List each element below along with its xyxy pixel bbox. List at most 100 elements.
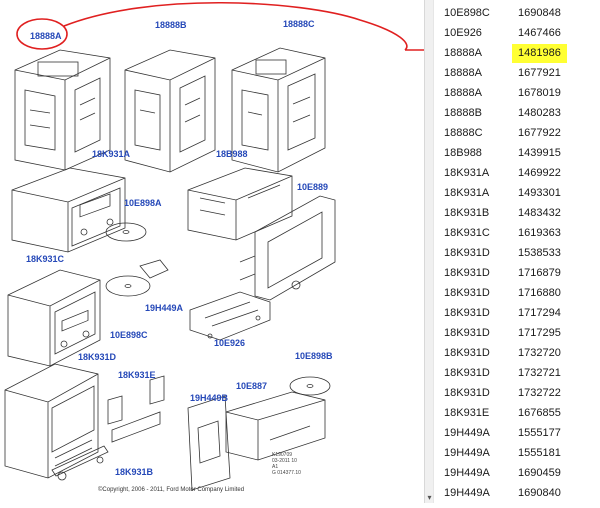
parts-row: 18K931B 1483432 [434, 204, 600, 224]
part-code: 19H449A [444, 447, 490, 459]
housing-18888c-drawing [231, 47, 326, 173]
card-19h449b-drawing [187, 395, 231, 491]
part-code: 19H449A [444, 427, 490, 439]
parts-row: 18888A 1677921 [434, 64, 600, 84]
part-number: 1677922 [518, 127, 561, 139]
parts-number-list: 10E898C 1690848 10E926 1467466 18888A 1481986… [433, 0, 600, 503]
unit-18b988-drawing [187, 167, 293, 241]
part-code: 18888C [444, 127, 483, 139]
part-code: 10E898C [444, 7, 490, 19]
part-number: 1678019 [518, 87, 561, 99]
callout-10e898a: 10E898A [124, 198, 162, 208]
part-code: 18K931A [444, 167, 490, 179]
part-code: 18K931E [444, 407, 490, 419]
housing-18888b-drawing [124, 49, 216, 173]
housing-18888a-drawing [14, 49, 111, 171]
vertical-scrollbar[interactable]: ▾ [424, 0, 434, 503]
part-number: 1467466 [518, 27, 561, 39]
ref-code: G 014377.10 [272, 470, 301, 476]
disc-10e898c-drawing [105, 259, 169, 297]
parts-row: 10E926 1467466 [434, 24, 600, 44]
parts-row: 18K931E 1676855 [434, 404, 600, 424]
callout-18b988: 18B988 [216, 149, 248, 159]
callout-10e898b: 10E898B [295, 351, 333, 361]
part-code: 18B988 [444, 147, 482, 159]
knobs-18k931b-drawing [51, 445, 109, 481]
callout-18k931c: 18K931C [26, 254, 65, 264]
scroll-down-icon[interactable]: ▾ [427, 493, 432, 502]
part-number: 1480283 [518, 107, 561, 119]
part-number: 1690840 [518, 487, 561, 499]
part-number: 1717294 [518, 307, 561, 319]
parts-row: 19H449A 1555181 [434, 444, 600, 464]
part-code: 18K931C [444, 227, 490, 239]
part-number: 1732721 [518, 367, 561, 379]
part-code: 18K931D [444, 327, 490, 339]
part-number: 1439915 [518, 147, 561, 159]
red-annotation [16, 1, 476, 56]
part-number: 1676855 [518, 407, 561, 419]
disc-10e898a-drawing [105, 222, 147, 242]
part-number: 1690459 [518, 467, 561, 479]
part-code: 18888A [444, 67, 482, 79]
trim-18k931e-drawing [107, 375, 165, 443]
callout-18k931d: 18K931D [78, 352, 117, 362]
part-number: 1677921 [518, 67, 561, 79]
callout-18k931a: 18K931A [92, 149, 131, 159]
annotation-arc [63, 1, 408, 51]
drawing-reference-codes: K190709 03-2011 10 A1 G 014377.10 [272, 452, 301, 476]
part-number: 1619363 [518, 227, 561, 239]
annotation-circle [16, 18, 68, 50]
box-10e887-drawing [225, 391, 326, 461]
parts-diagram: 18888A 18888B 18888C 18K931A 18B988 10E8… [4, 1, 476, 493]
callout-10e889: 10E889 [297, 182, 329, 192]
part-number: 1716879 [518, 267, 561, 279]
part-code: 18K931D [444, 307, 490, 319]
callout-19h449b: 19H449B [190, 393, 229, 403]
parts-row: 18888A 1481986 [434, 44, 600, 64]
part-number: 1483432 [518, 207, 561, 219]
parts-row: 10E898C 1690848 [434, 4, 600, 24]
parts-row: 18888C 1677922 [434, 124, 600, 144]
radio-18k931a-drawing [11, 167, 126, 253]
part-code: 19H449A [444, 467, 490, 479]
parts-row: 18K931C 1619363 [434, 224, 600, 244]
callout-18888a: 18888A [30, 31, 62, 41]
callout-18k931b: 18K931B [115, 467, 154, 477]
callout-18888c: 18888C [283, 19, 315, 29]
part-number: 1690848 [518, 7, 561, 19]
callout-18k931e: 18K931E [118, 370, 156, 380]
callout-19h449a: 19H449A [145, 303, 184, 313]
parts-row: 18B988 1439915 [434, 144, 600, 164]
bracket-10e926-drawing [189, 291, 271, 341]
part-number: 1555181 [518, 447, 561, 459]
part-code: 18K931D [444, 387, 490, 399]
part-code: 18888A [444, 87, 482, 99]
callout-10e898c: 10E898C [110, 330, 148, 340]
copyright-text: ©Copyright, 2006 - 2011, Ford Motor Comp… [98, 487, 245, 493]
part-code: 18K931A [444, 187, 490, 199]
parts-row: 18K931D 1717294 [434, 304, 600, 324]
parts-row: 19H449A 1690459 [434, 464, 600, 484]
part-code: 18K931D [444, 247, 490, 259]
radio-18k931c-drawing [7, 269, 101, 367]
callout-18888b: 18888B [155, 20, 187, 30]
ref-code: 03-2011 10 [272, 458, 297, 464]
part-code: 18888A [444, 47, 482, 59]
part-code: 19H449A [444, 487, 490, 499]
part-code: 18K931D [444, 347, 490, 359]
part-code: 18K931B [444, 207, 490, 219]
highlighted-part-number: 1481986 [512, 44, 567, 63]
part-code: 10E926 [444, 27, 482, 39]
callout-10e926: 10E926 [214, 338, 246, 348]
